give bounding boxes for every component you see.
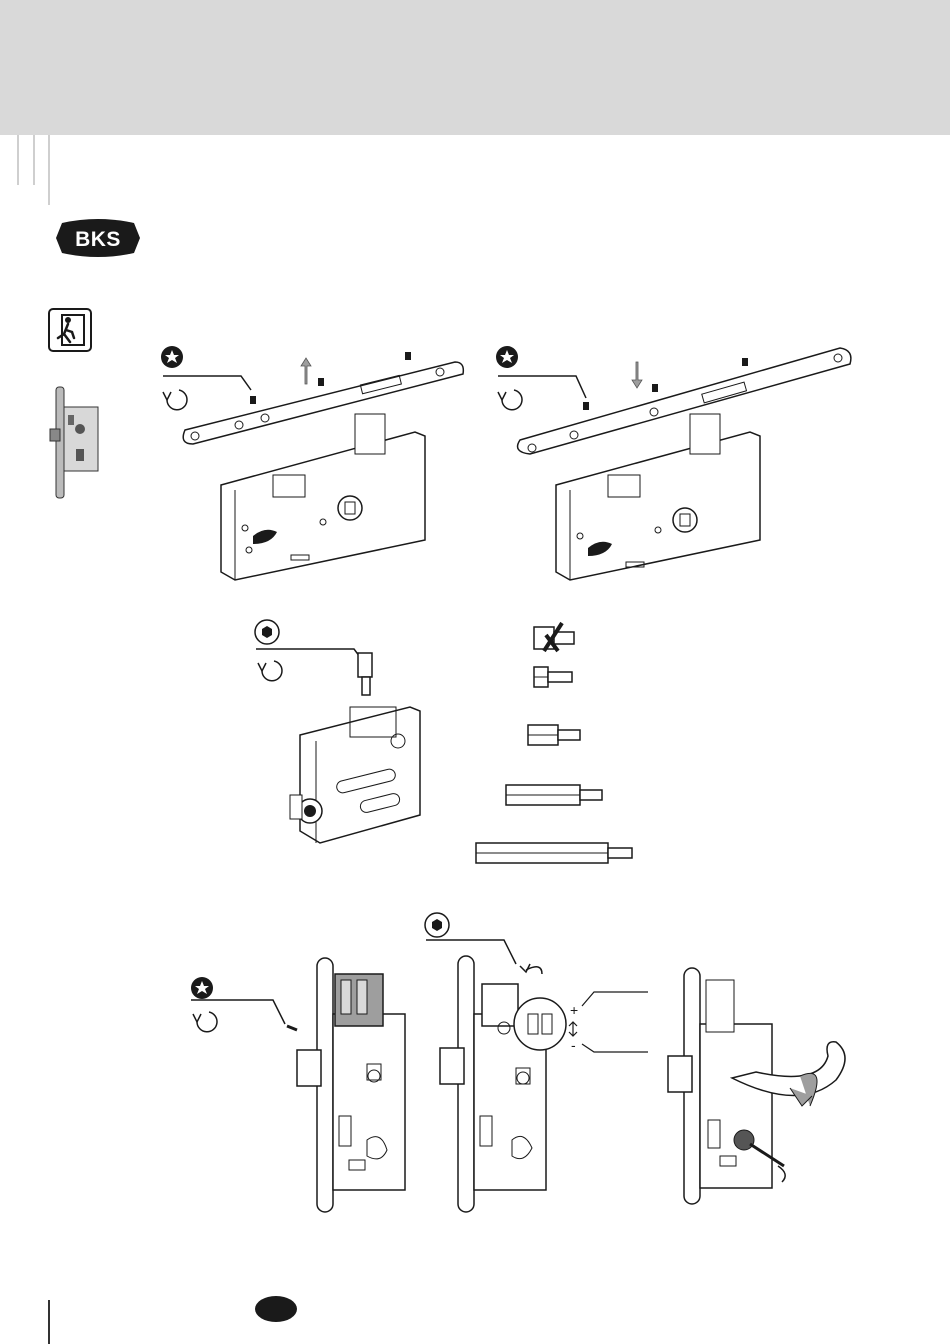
step-remove-faceplate [155,340,475,590]
side-guide-line [48,1300,50,1344]
emergency-exit-icon [48,308,92,352]
logo-text: BKS [75,228,121,251]
adjust-minus-label: - [571,1037,576,1053]
spacer-short-icon [534,667,572,687]
header-band [0,0,950,135]
bks-logo: BKS [56,219,140,257]
detail-magnifier [514,998,566,1050]
spacer-medium-icon [528,725,580,745]
step-mount-module [185,950,415,1220]
spacer-none-icon [534,623,574,651]
spacer-long-icon [506,785,602,805]
step-test-handle [660,960,870,1210]
step-refit-faceplate [490,340,870,590]
side-guide-line [48,135,50,205]
page-number-badge [255,1296,297,1322]
side-guide-line [17,135,19,185]
spacer-options [470,615,650,870]
step-adjust-hex: + - [420,910,660,1220]
spacer-extra-long-icon [476,843,632,863]
adjust-plus-label: + [570,1002,578,1018]
adjust-arrow-icon [569,1022,577,1036]
step-insert-spacer [250,615,440,855]
side-guide-line [33,135,35,185]
lock-thumbnail [46,385,102,500]
